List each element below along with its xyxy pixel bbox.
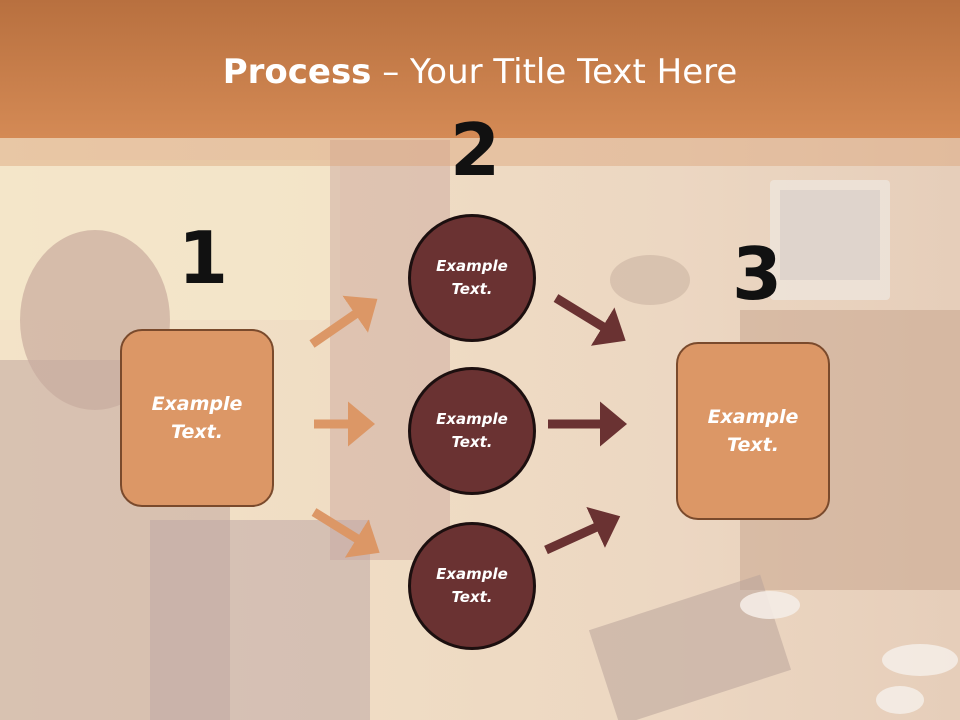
title-rest: – Your Title Text Here [371,52,738,92]
step-number-2: 2 [450,108,501,192]
step-2-circle-middle: Example Text. [408,367,536,495]
step-number-1: 1 [178,216,229,300]
step-3-text: Example Text. [707,405,799,457]
step-2-circle-bottom: Example Text. [408,522,536,650]
circle-bottom-text: Example Text. [436,564,508,606]
slide-title: Process – Your Title Text Here [0,52,960,92]
circle-middle-text: Example Text. [436,409,508,451]
arrow-circle-bottom-to-3 [544,506,621,555]
arrow-1-to-circle-bottom [311,508,380,558]
title-band-shadow [0,138,960,166]
title-band [0,0,960,138]
step-3-box: Example Text. [676,342,830,520]
arrow-1-to-circle-top [309,295,378,348]
circle-top-text: Example Text. [436,256,508,298]
step-2-circle-top: Example Text. [408,214,536,342]
arrow-circle-top-to-3 [553,294,626,346]
title-bold: Process [222,52,372,92]
step-1-box: Example Text. [120,329,274,507]
step-1-text: Example Text. [151,392,243,444]
step-number-3: 3 [732,232,783,316]
